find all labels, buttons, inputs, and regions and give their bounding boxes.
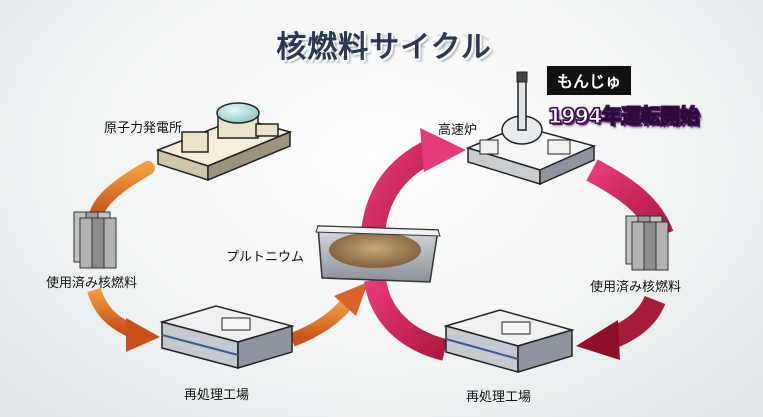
label-reprocessing-right: 再処理工場 xyxy=(466,390,532,405)
monju-start-year: 1994年運転開始 xyxy=(547,104,700,129)
spent-fuel-icon-left xyxy=(73,211,117,269)
label-fast-reactor: 高速炉 xyxy=(438,123,478,138)
reprocessing-plant-icon-right xyxy=(443,309,575,374)
arrow-reprocessing-to-plutonium xyxy=(289,297,354,347)
arrow-reprocessing-to-plutonium-right xyxy=(364,277,448,361)
left-cycle-arrows xyxy=(87,161,368,352)
reprocessing-plant-icon-left xyxy=(159,305,295,370)
monju-badge: もんじゅ xyxy=(547,66,632,95)
label-reprocessing-left: 再処理工場 xyxy=(184,388,250,403)
power-plant-icon xyxy=(155,102,293,182)
label-power-plant: 原子力発電所 xyxy=(104,121,183,136)
arrowhead-to-reprocessing xyxy=(126,318,160,352)
arrowhead-to-reprocessing-right xyxy=(576,320,620,360)
label-spent-fuel-right: 使用済み核燃料 xyxy=(590,280,682,295)
label-plutonium: プルトニウム xyxy=(226,250,305,265)
arrowhead-to-reactor xyxy=(420,128,466,172)
arrow-spent-fuel-to-reprocessing xyxy=(87,287,134,337)
label-spent-fuel-left: 使用済み核燃料 xyxy=(46,276,138,291)
plutonium-tray-icon xyxy=(315,225,441,283)
diagram-title: 核燃料サイクル xyxy=(276,30,492,65)
arrow-plant-to-spent-fuel xyxy=(89,161,155,222)
fast-reactor-icon xyxy=(465,71,597,186)
spent-fuel-icon-right xyxy=(625,215,669,271)
arrowhead-to-plutonium xyxy=(334,282,368,316)
